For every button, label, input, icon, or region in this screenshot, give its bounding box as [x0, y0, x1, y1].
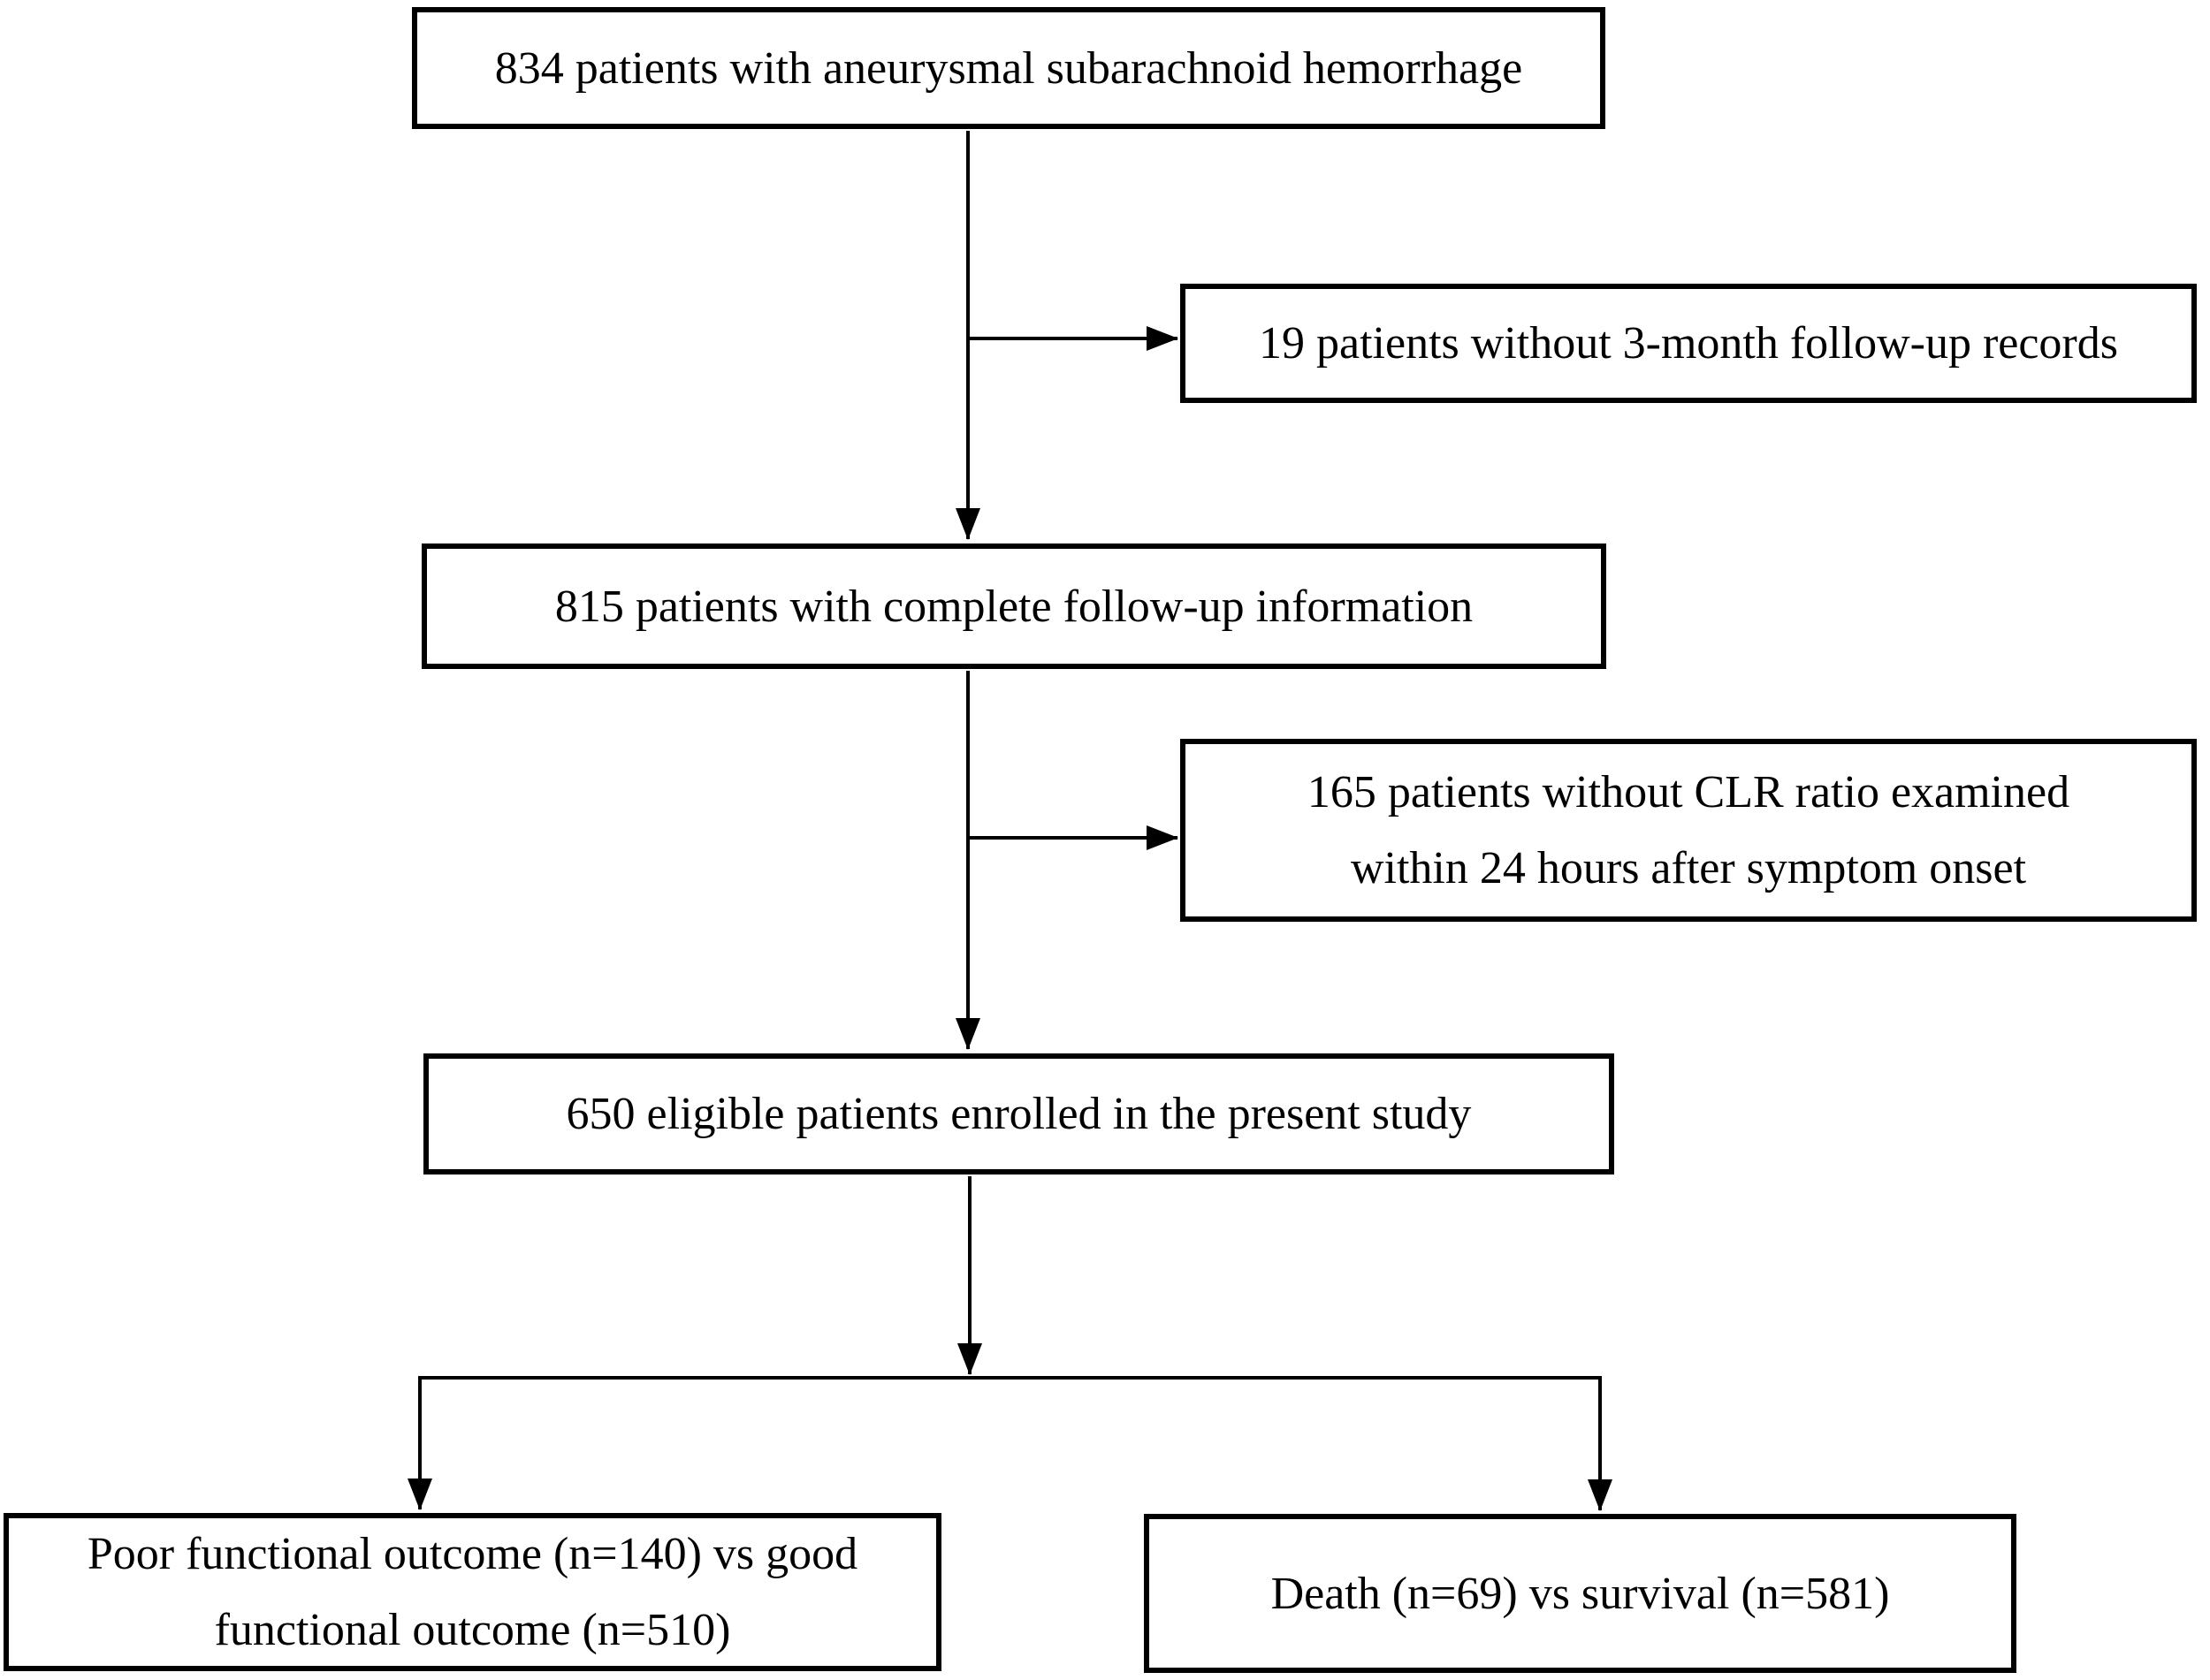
- flow-node-mortality-outcome: Death (n=69) vs survival (n=581): [1144, 1514, 2016, 1673]
- flow-node-excluded-no-clr: 165 patients without CLR ratio examined …: [1180, 739, 2197, 922]
- flow-node-excluded-no-followup-label: 19 patients without 3-month follow-up re…: [1259, 318, 2118, 369]
- flow-node-complete-followup: 815 patients with complete follow-up inf…: [422, 544, 1606, 669]
- flow-node-mortality-outcome-label: Death (n=69) vs survival (n=581): [1270, 1568, 1890, 1619]
- flow-node-total-patients-label: 834 patients with aneurysmal subarachnoi…: [494, 42, 1523, 94]
- flow-node-eligible-patients: 650 eligible patients enrolled in the pr…: [423, 1053, 1614, 1174]
- flow-node-functional-outcome-line1: Poor functional outcome (n=140) vs good: [87, 1528, 858, 1579]
- flow-node-excluded-no-followup: 19 patients without 3-month follow-up re…: [1180, 284, 2197, 403]
- flow-node-functional-outcome: Poor functional outcome (n=140) vs good …: [4, 1513, 941, 1671]
- flow-node-total-patients: 834 patients with aneurysmal subarachnoi…: [412, 7, 1605, 129]
- flow-node-eligible-patients-label: 650 eligible patients enrolled in the pr…: [566, 1089, 1472, 1139]
- flow-node-complete-followup-label: 815 patients with complete follow-up inf…: [554, 581, 1474, 632]
- flow-node-excluded-no-clr-line2: within 24 hours after symptom onset: [1350, 842, 2027, 893]
- flow-node-excluded-no-clr-line1: 165 patients without CLR ratio examined: [1307, 766, 2070, 817]
- flow-node-functional-outcome-line2: functional outcome (n=510): [214, 1604, 731, 1655]
